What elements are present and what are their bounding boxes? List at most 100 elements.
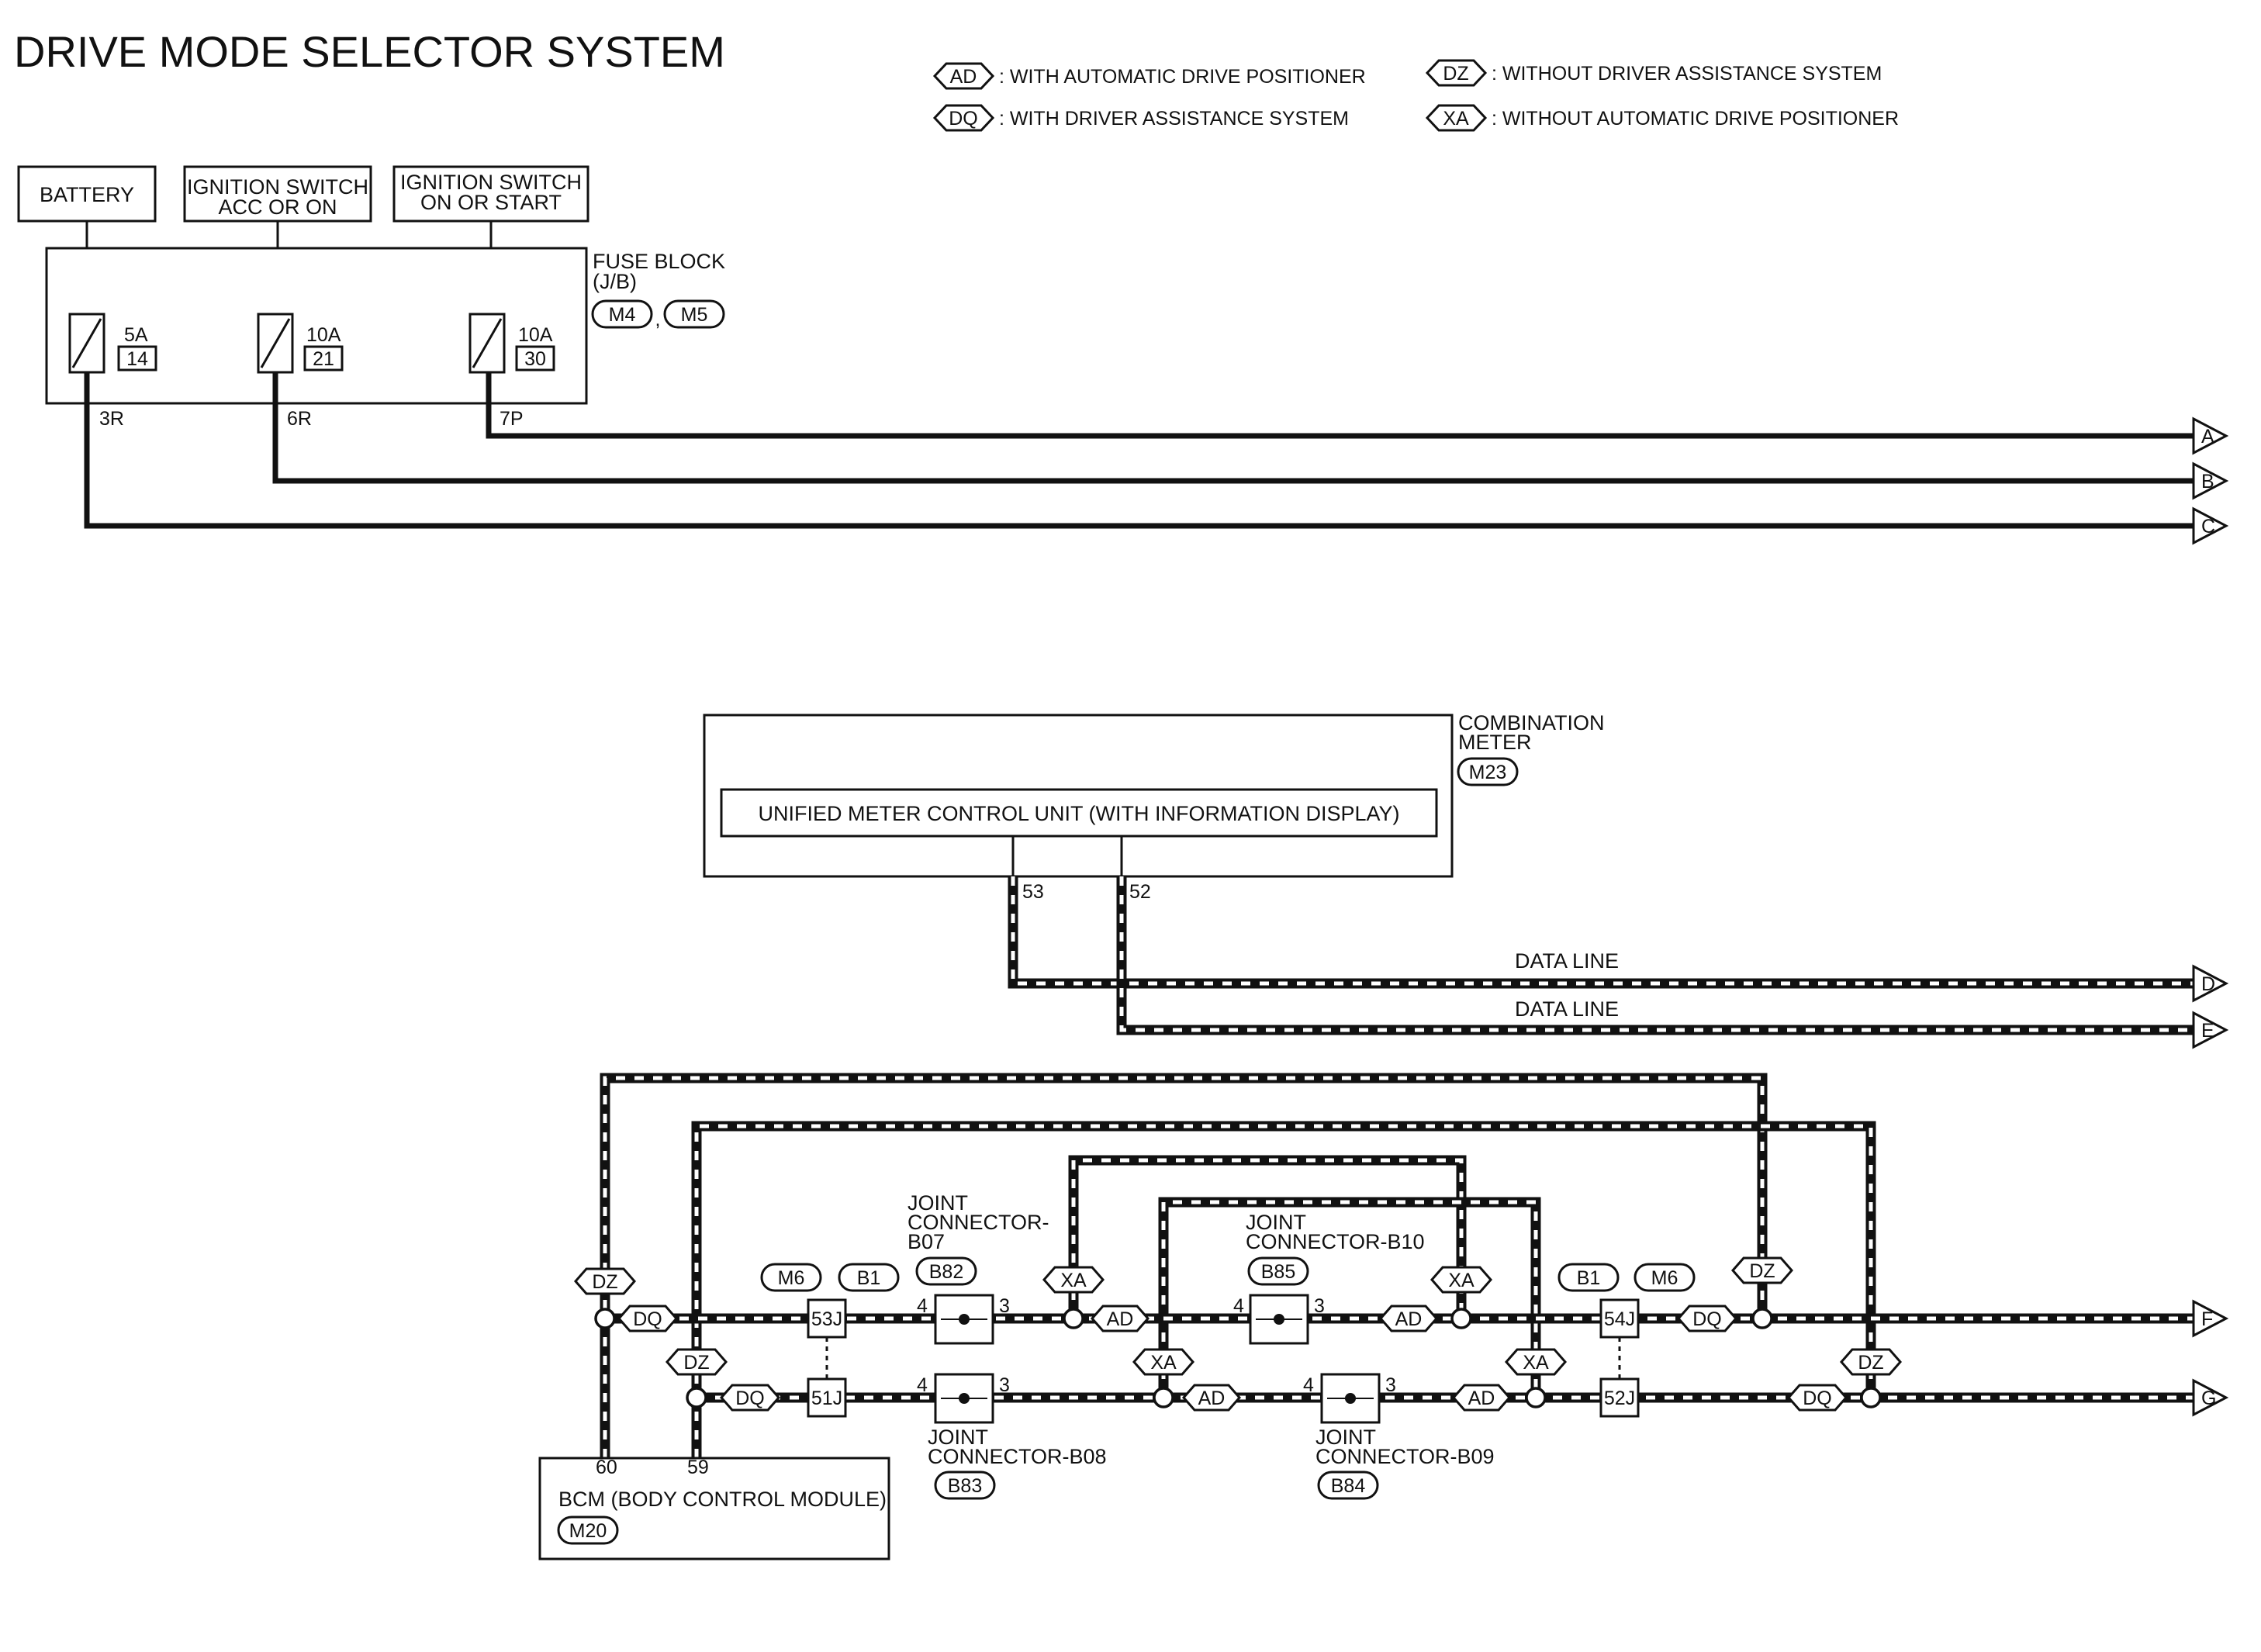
offpage-label-e: E xyxy=(2201,1020,2214,1042)
code-tag-xa-4: XA xyxy=(1505,1348,1567,1376)
harness-left-b1: B1 xyxy=(857,1267,881,1289)
offpage-connector-d: D xyxy=(2192,964,2229,1003)
joint-b09-label-1: JOINT xyxy=(1315,1426,1376,1449)
fuse-21-amps: 10A xyxy=(306,324,341,346)
joint-b08-label-1: JOINT xyxy=(928,1426,988,1449)
legend-code-dz: DZ xyxy=(1443,63,1468,85)
legend-text-xa: : WITHOUT AUTOMATIC DRIVE POSITIONER xyxy=(1492,108,1899,130)
joint-b10-label-2: CONNECTOR-B10 xyxy=(1246,1230,1425,1253)
fuse-21-terminal: 6R xyxy=(287,408,312,430)
offpage-connector-a: A xyxy=(2192,416,2229,455)
code-tag-dq-3: DQ xyxy=(1677,1305,1737,1332)
fuse-14-amps: 5A xyxy=(124,324,148,346)
joint-b08-pin-4: 4 xyxy=(917,1374,928,1396)
harness-tags-left: M6 B1 xyxy=(760,1263,900,1292)
joint-b09-pin-4: 4 xyxy=(1303,1374,1314,1396)
diagram-title: DRIVE MODE SELECTOR SYSTEM xyxy=(14,27,725,76)
offpage-connector-c: C xyxy=(2192,506,2229,545)
meter-pin-53: 53 xyxy=(1022,881,1044,903)
offpage-label-c: C xyxy=(2201,516,2215,537)
ignition-switch-acc-box: IGNITION SWITCH ACC OR ON xyxy=(183,165,372,223)
code-tag-dq-1-label: DQ xyxy=(633,1308,662,1330)
bcm-pin-59: 59 xyxy=(687,1457,709,1478)
code-tag-ad-1: AD xyxy=(1091,1305,1150,1332)
unified-meter-control-unit-label: UNIFIED METER CONTROL UNIT (WITH INFORMA… xyxy=(758,802,1399,825)
data-line-label-e: DATA LINE xyxy=(1515,997,1619,1021)
harness-right-b1: B1 xyxy=(1577,1267,1601,1289)
combination-meter-connector: M23 xyxy=(1469,762,1507,783)
offpage-label-g: G xyxy=(2201,1388,2216,1409)
legend-item-dz: DZ : WITHOUT DRIVER ASSISTANCE SYSTEM xyxy=(1425,59,1882,87)
joint-b10-pin-4: 4 xyxy=(1233,1295,1244,1317)
joint-b07-pin-3: 3 xyxy=(999,1295,1010,1317)
terminal-51j-label: 51J xyxy=(811,1388,842,1409)
code-tag-dq-2-label: DQ xyxy=(735,1388,765,1409)
code-tag-dz-1-label: DZ xyxy=(592,1271,617,1293)
joint-b09-connector: B84 xyxy=(1331,1475,1366,1497)
code-tag-dz-3: DZ xyxy=(1731,1256,1793,1284)
fuse-block-label: FUSE BLOCK xyxy=(593,250,725,273)
offpage-connector-f: F xyxy=(2192,1299,2229,1338)
fuse-21: 10A 21 6R xyxy=(257,313,344,430)
bcm-label: BCM (BODY CONTROL MODULE) xyxy=(558,1488,887,1511)
joint-b10-connector: B85 xyxy=(1261,1261,1295,1283)
joint-b07-pin-4: 4 xyxy=(917,1295,928,1317)
terminal-52j: 52J xyxy=(1599,1377,1640,1418)
fuse-14-number: 14 xyxy=(126,348,148,370)
offpage-label-a: A xyxy=(2201,426,2214,448)
code-tag-xa-2: XA xyxy=(1132,1348,1194,1376)
joint-b09-pin-3: 3 xyxy=(1385,1374,1396,1396)
legend: AD : WITH AUTOMATIC DRIVE POSITIONER DQ … xyxy=(932,59,1899,132)
code-tag-dz-2-label: DZ xyxy=(683,1352,709,1374)
ignition-on-label-1: IGNITION SWITCH xyxy=(400,171,582,194)
code-tag-dq-3-label: DQ xyxy=(1692,1308,1722,1330)
code-tag-xa-4-label: XA xyxy=(1523,1352,1549,1374)
joint-b10-pin-3: 3 xyxy=(1314,1295,1325,1317)
legend-item-dq: DQ : WITH DRIVER ASSISTANCE SYSTEM xyxy=(932,104,1349,132)
code-tag-dq-4: DQ xyxy=(1787,1384,1848,1412)
joint-b08-pin-3: 3 xyxy=(999,1374,1010,1396)
terminal-53j-label: 53J xyxy=(811,1308,842,1330)
battery-label: BATTERY xyxy=(40,183,134,206)
code-tag-xa-1: XA xyxy=(1042,1266,1105,1294)
code-tag-xa-2-label: XA xyxy=(1150,1352,1177,1374)
combination-meter-label-2: METER xyxy=(1458,731,1532,754)
legend-code-xa: XA xyxy=(1443,108,1469,130)
ignition-acc-label-2: ACC OR ON xyxy=(218,195,337,219)
offpage-connector-e: E xyxy=(2192,1011,2229,1049)
code-tag-xa-3: XA xyxy=(1430,1266,1492,1294)
ignition-switch-on-box: IGNITION SWITCH ON OR START xyxy=(392,165,589,223)
bcm-pin-60: 60 xyxy=(596,1457,617,1478)
joint-b07-label-3: B07 xyxy=(908,1230,945,1253)
fuse-21-number: 21 xyxy=(313,348,334,370)
fuse-14: 5A 14 3R xyxy=(68,313,157,430)
joint-b07-label-1: JOINT xyxy=(908,1191,968,1215)
legend-text-ad: : WITH AUTOMATIC DRIVE POSITIONER xyxy=(999,66,1366,88)
code-tag-ad-2-label: AD xyxy=(1198,1388,1226,1409)
legend-item-xa: XA : WITHOUT AUTOMATIC DRIVE POSITIONER xyxy=(1425,104,1899,132)
data-line-label-d: DATA LINE xyxy=(1515,949,1619,973)
battery-box: BATTERY xyxy=(17,165,157,223)
joint-b08-connector: B83 xyxy=(948,1475,982,1497)
joint-b08-label-2: CONNECTOR-B08 xyxy=(928,1445,1107,1468)
ignition-on-label-2: ON OR START xyxy=(420,191,562,214)
combination-meter-label: COMBINATION xyxy=(1458,711,1605,734)
fuse-block-jb-label: (J/B) xyxy=(593,270,637,293)
code-tag-ad-1-label: AD xyxy=(1107,1308,1134,1330)
offpage-connector-g: G xyxy=(2192,1378,2229,1417)
joint-connector-b10: JOINT CONNECTOR-B10 B85 4 3 xyxy=(1233,1211,1425,1345)
joint-connector-b09: 4 3 JOINT CONNECTOR-B09 B84 xyxy=(1303,1373,1495,1500)
code-tag-dz-3-label: DZ xyxy=(1749,1260,1775,1282)
offpage-label-b: B xyxy=(2201,471,2214,492)
harness-tags-right: B1 M6 xyxy=(1557,1263,1696,1292)
code-tag-dq-4-label: DQ xyxy=(1803,1388,1832,1409)
fuse-14-terminal: 3R xyxy=(99,408,124,430)
code-tag-dz-1: DZ xyxy=(574,1267,636,1295)
code-tag-ad-3: AD xyxy=(1379,1305,1438,1332)
fuse-block-connector-separator: , xyxy=(655,309,661,330)
fuse-block-connector-m5: M5 xyxy=(681,304,708,326)
data-line-buses xyxy=(600,876,2197,1458)
fuse-30-amps: 10A xyxy=(518,324,553,346)
combination-meter: UNIFIED METER CONTROL UNIT (WITH INFORMA… xyxy=(703,711,1605,903)
